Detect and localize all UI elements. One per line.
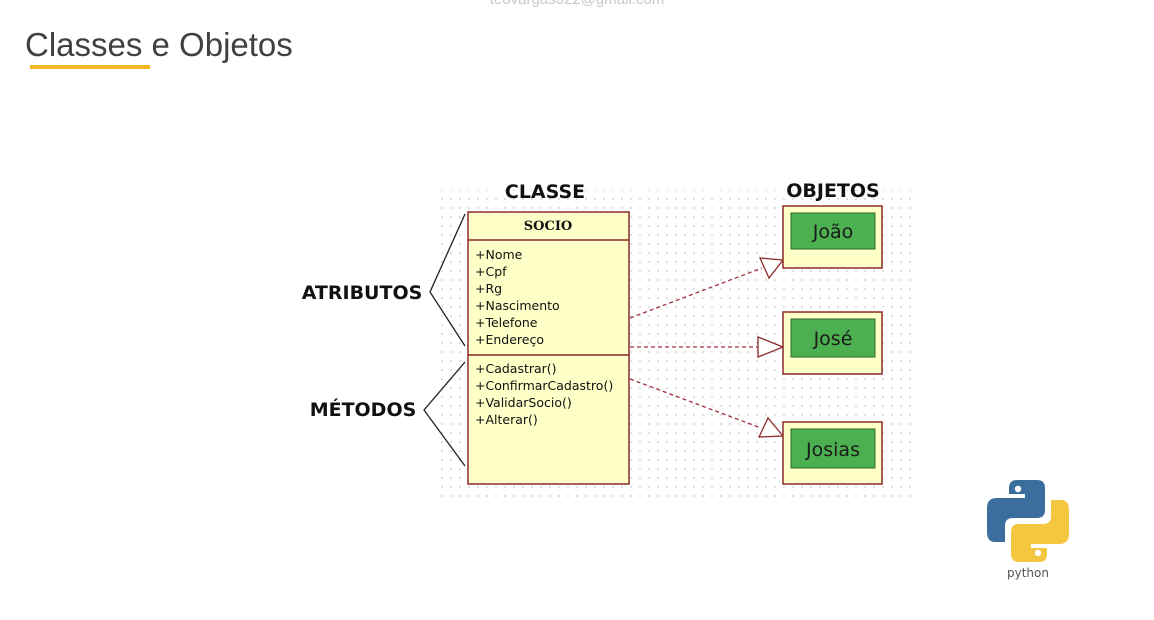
attribute-item: +Nascimento bbox=[475, 298, 560, 313]
class-box: SOCIO +Nome +Cpf +Rg +Nascimento +Telefone +E… bbox=[467, 211, 630, 485]
object-box-josias: Josias bbox=[782, 421, 883, 485]
python-snake-yellow bbox=[1011, 500, 1069, 562]
method-list: +Cadastrar() +ConfirmarCadastro() +Validar… bbox=[475, 361, 613, 427]
object-box-jose: José bbox=[782, 311, 883, 375]
attribute-item: +Rg bbox=[475, 281, 502, 296]
attribute-list: +Nome +Cpf +Rg +Nascimento +Telefone +Endereç… bbox=[475, 247, 560, 347]
attribute-item: +Telefone bbox=[475, 315, 538, 330]
method-item: +ValidarSocio() bbox=[475, 395, 572, 410]
python-wordmark: python bbox=[1007, 566, 1049, 580]
object-label-joao: João bbox=[812, 221, 854, 243]
methods-brace bbox=[423, 361, 466, 467]
object-label-jose: José bbox=[813, 328, 853, 350]
attribute-item: +Nome bbox=[475, 247, 523, 262]
link-arrow-josias bbox=[629, 378, 785, 438]
attributes-label: ATRIBUTOS bbox=[302, 282, 423, 304]
email-watermark: teovargas022@gmail.com bbox=[0, 0, 1154, 8]
method-item: +Alterar() bbox=[475, 412, 538, 427]
object-label-josias: Josias bbox=[805, 439, 860, 461]
object-box-joao: João bbox=[782, 205, 883, 269]
slide-title: Classes e Objetos bbox=[25, 26, 293, 63]
attribute-item: +Cpf bbox=[475, 264, 507, 279]
class-name: SOCIO bbox=[524, 219, 572, 234]
attribute-item: +Endereço bbox=[475, 332, 544, 347]
method-item: +Cadastrar() bbox=[475, 361, 557, 376]
python-logo-icon: python bbox=[987, 480, 1069, 580]
link-arrow-joao bbox=[629, 257, 785, 319]
attributes-brace bbox=[429, 213, 466, 347]
class-heading: CLASSE bbox=[505, 181, 585, 203]
methods-label: MÉTODOS bbox=[310, 398, 417, 421]
link-arrow-jose bbox=[630, 336, 785, 358]
python-snake-blue bbox=[987, 480, 1045, 542]
method-item: +ConfirmarCadastro() bbox=[475, 378, 613, 393]
title-underline bbox=[30, 65, 150, 69]
objects-heading: OBJETOS bbox=[786, 180, 879, 202]
